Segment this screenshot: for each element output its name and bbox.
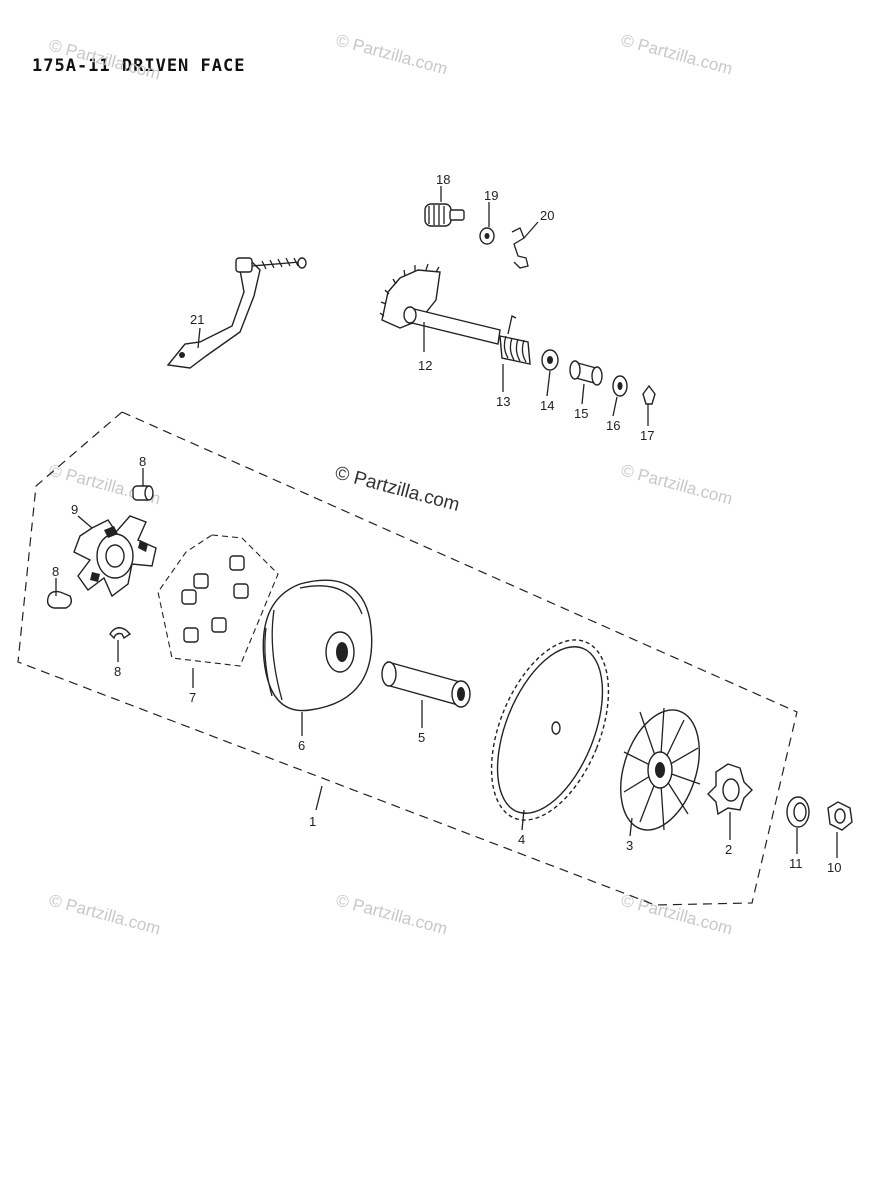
leader-lines	[55, 186, 838, 858]
slider-8-lower-part	[109, 627, 132, 640]
star-plate-part	[707, 763, 753, 816]
kick-lever-part	[166, 257, 307, 369]
callout-11: 11	[789, 856, 803, 871]
watermark: © Partzilla.com	[334, 31, 450, 79]
callout-7: 7	[189, 690, 196, 705]
slider-8-left-part	[46, 590, 73, 609]
callout-8-left: 8	[52, 564, 59, 579]
callout-20: 20	[540, 208, 554, 223]
watermark: © Partzilla.com	[619, 31, 735, 79]
callout-3: 3	[626, 838, 633, 853]
watermark-center: © Partzilla.com	[333, 463, 462, 516]
assembly-boundary	[17, 411, 798, 906]
fan-part	[620, 707, 701, 831]
clip-17-part	[642, 384, 656, 405]
ramp-plate-part	[73, 515, 157, 598]
watermark: © Partzilla.com	[619, 461, 735, 509]
kick-shaft-part	[379, 263, 501, 345]
callout-9: 9	[71, 502, 78, 517]
kick-spring-part	[499, 315, 531, 365]
weight-rollers-part	[157, 534, 279, 667]
callout-6: 6	[298, 738, 305, 753]
watermark: © Partzilla.com	[47, 891, 163, 939]
callout-1: 1	[309, 814, 316, 829]
callout-4: 4	[518, 832, 525, 847]
sprocket-part	[490, 639, 610, 821]
callout-16: 16	[606, 418, 620, 433]
watermark: © Partzilla.com	[47, 36, 163, 84]
callout-12: 12	[418, 358, 432, 373]
callout-21: 21	[190, 312, 204, 327]
callout-2: 2	[725, 842, 732, 857]
washer-hole	[617, 382, 623, 390]
callout-14: 14	[540, 398, 554, 413]
collar-shaft-part	[381, 661, 471, 708]
roller-set-boundary	[157, 534, 279, 667]
callout-19: 19	[484, 188, 498, 203]
watermark: © Partzilla.com	[334, 891, 450, 939]
callout-5: 5	[418, 730, 425, 745]
clip-20-part	[511, 227, 529, 269]
washer-hole	[484, 233, 490, 239]
starter-pinion-part	[424, 203, 465, 227]
callout-8-lower: 8	[114, 664, 121, 679]
slider-8-upper-part	[132, 485, 154, 501]
page-title: 175A-11 DRIVEN FACE	[32, 56, 246, 76]
washer-hole	[547, 356, 553, 364]
washer-11-part	[786, 796, 810, 828]
callout-13: 13	[496, 394, 510, 409]
callout-8-upper: 8	[139, 454, 146, 469]
callout-17: 17	[640, 428, 654, 443]
nut-10-part	[827, 801, 853, 831]
bushing-15-part	[569, 360, 603, 386]
callout-10: 10	[827, 860, 841, 875]
drive-face-part	[262, 579, 373, 712]
callout-15: 15	[574, 406, 588, 421]
callout-labels: 18 19 20 21 12 13 14 15 16 17 8 9 8 8 7 …	[52, 172, 841, 875]
callout-18: 18	[436, 172, 450, 187]
